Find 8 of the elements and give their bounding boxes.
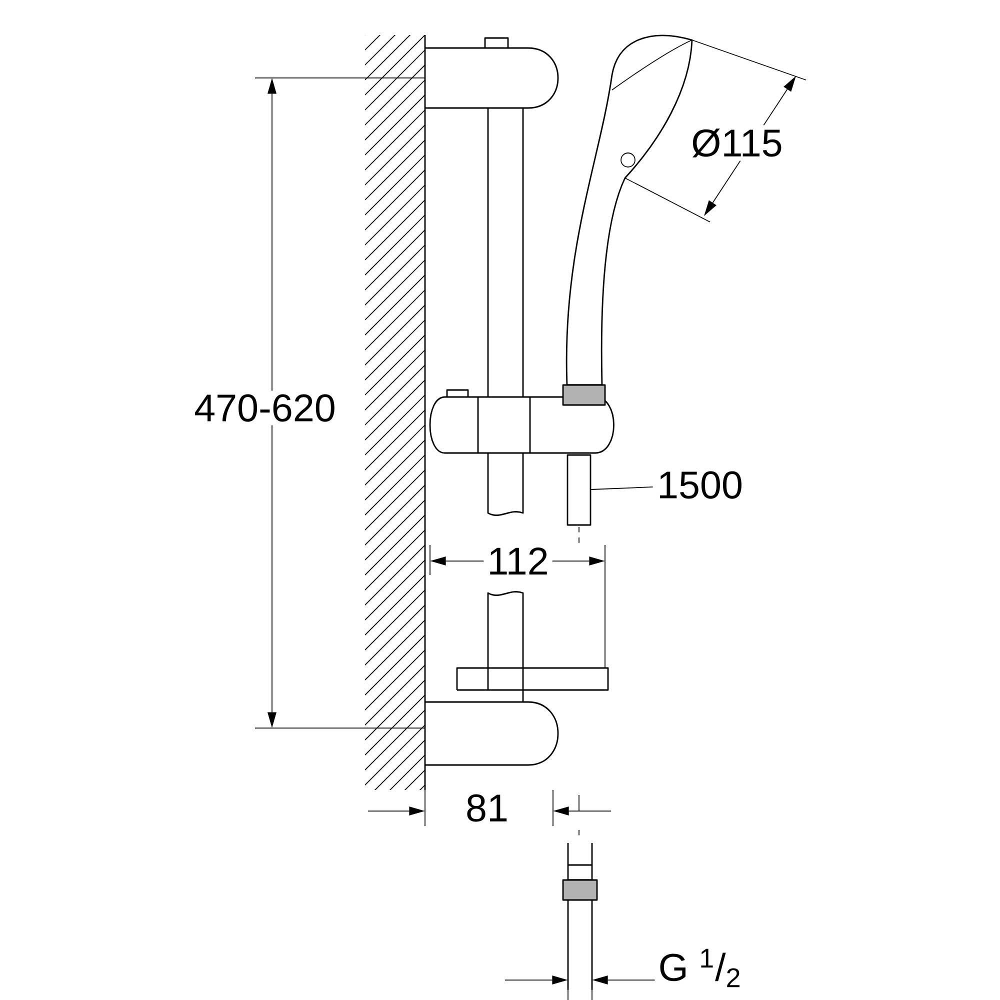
dimension-label: 1500: [654, 468, 747, 502]
dimension-label: 470-620: [190, 390, 340, 426]
hose-segment: [566, 454, 592, 526]
dimension-label: 81: [462, 790, 512, 826]
dimension-label: 112: [484, 544, 552, 578]
leader-line: [590, 486, 654, 490]
dimension-label: G $^{1}$/$_{2}$: [654, 945, 746, 991]
dimension-label: Ø115: [688, 125, 786, 161]
